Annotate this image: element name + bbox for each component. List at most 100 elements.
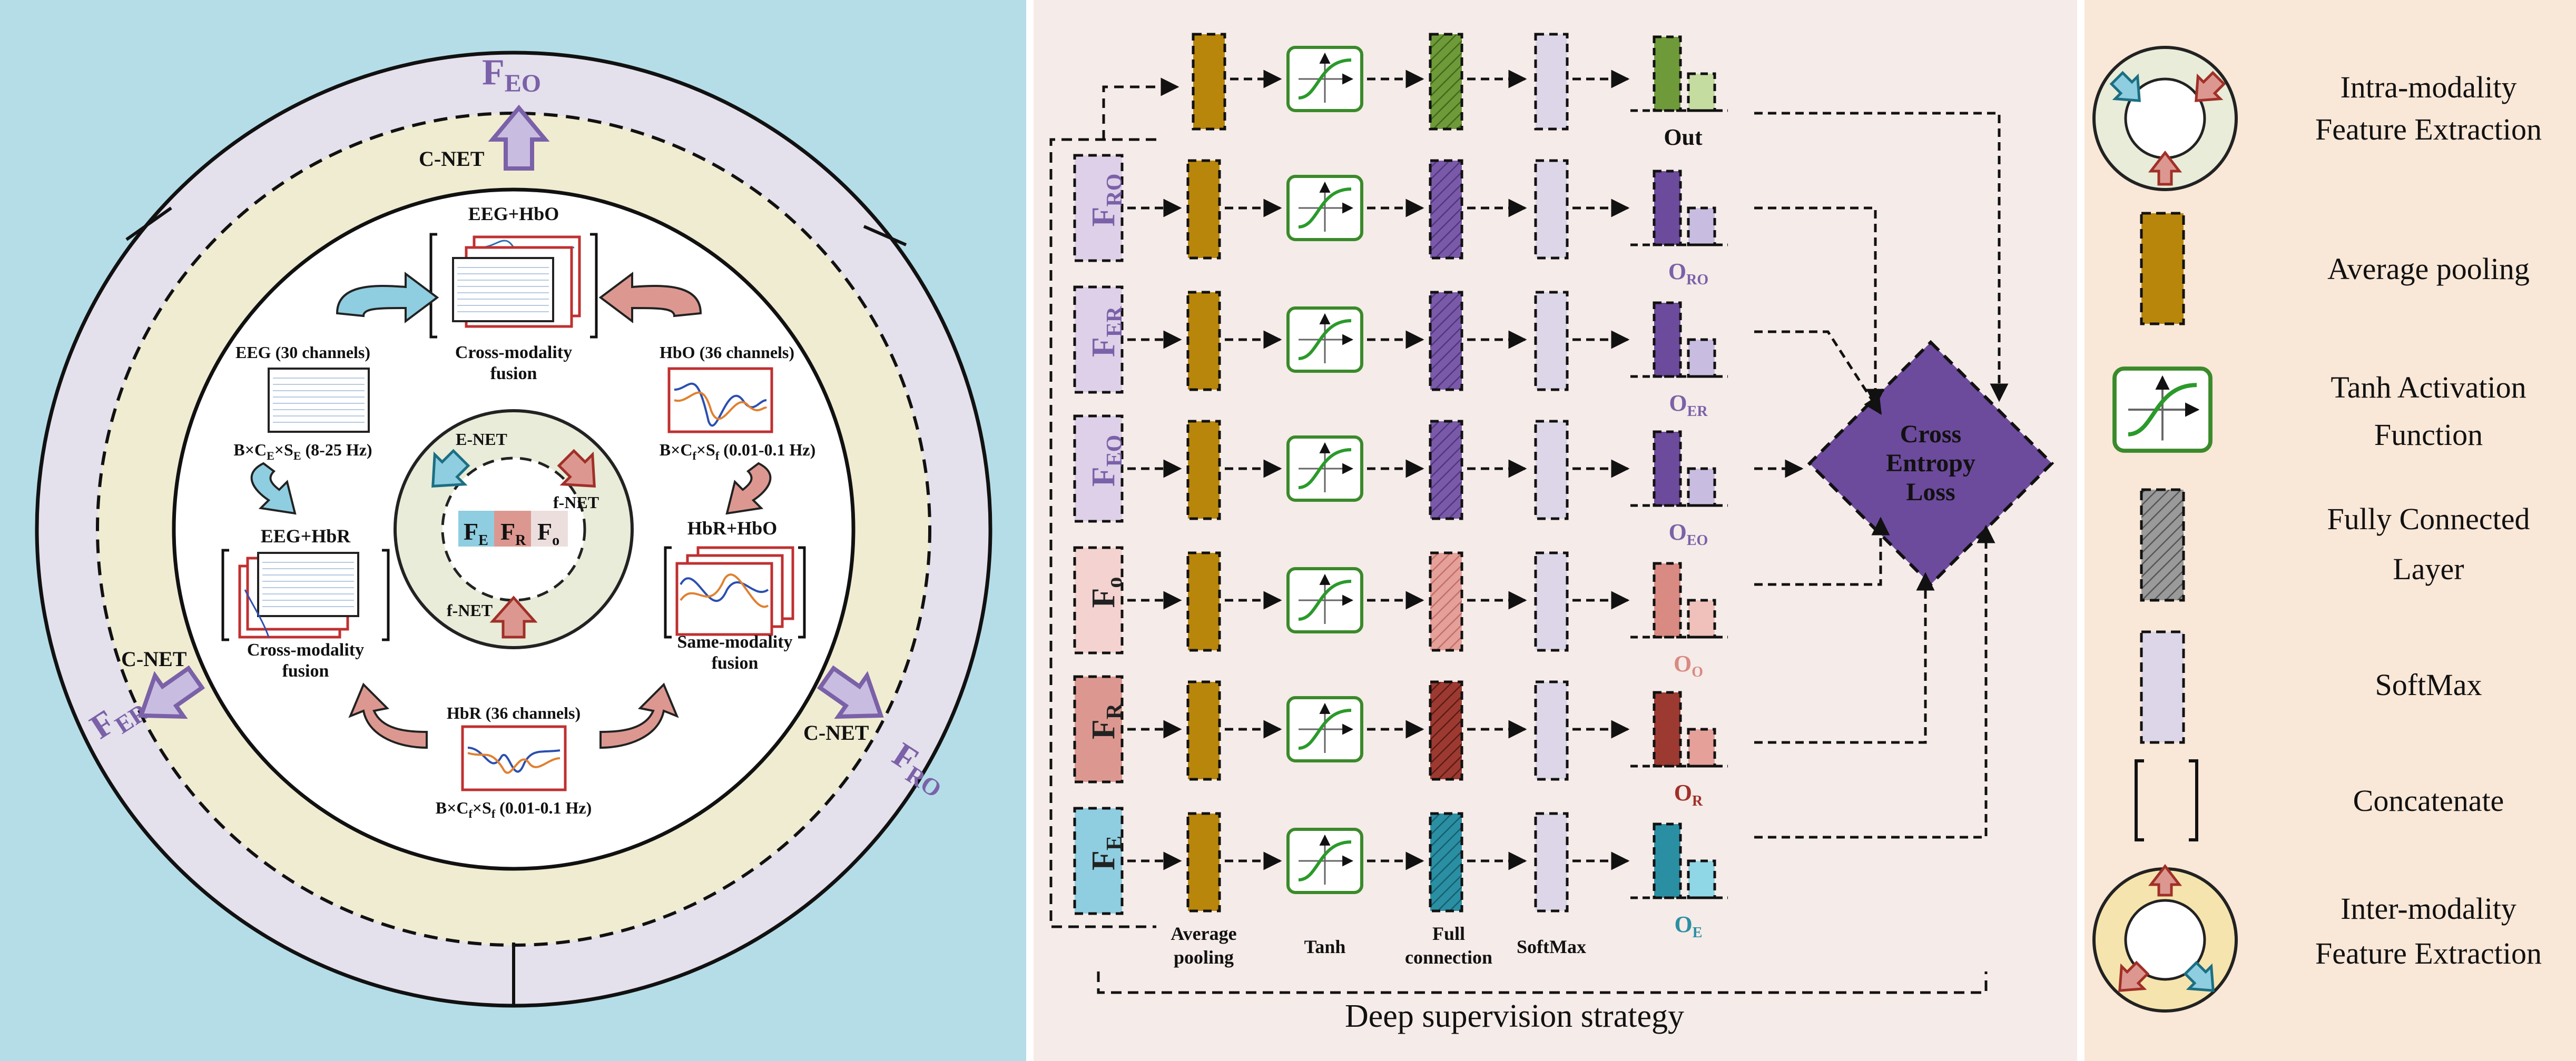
col-pool-label-1: Average xyxy=(1171,923,1236,944)
output-label: OO xyxy=(1674,651,1703,680)
legend-tanh-1: Tanh Activation xyxy=(2331,370,2526,404)
hbo-signal-chart xyxy=(667,367,773,433)
tanh-icon xyxy=(1288,698,1362,761)
pool xyxy=(1186,291,1221,391)
input-label: FER xyxy=(1086,306,1127,357)
out-bar xyxy=(1653,822,1682,899)
legend-fc-icon xyxy=(2140,488,2185,602)
out-bar xyxy=(1653,691,1682,768)
cross-fusion-left: Cross-modality xyxy=(247,640,364,660)
out-bar xyxy=(1687,206,1716,246)
legend-inter-icon xyxy=(2092,864,2238,1013)
pool xyxy=(1186,680,1221,781)
out-bar xyxy=(1687,338,1716,378)
legend-intra-1: Intra-modality xyxy=(2340,70,2516,104)
fc xyxy=(1429,159,1463,260)
svg-text:Loss: Loss xyxy=(1906,478,1955,506)
fc xyxy=(1429,291,1463,391)
legend-intra-icon xyxy=(2092,46,2238,191)
enet-arrow-icon xyxy=(431,449,470,488)
strategy-label: Deep supervision strategy xyxy=(1345,998,1684,1034)
col-pool-label-2: pooling xyxy=(1174,947,1234,968)
out-bar xyxy=(1653,562,1682,639)
out-softmax xyxy=(1534,33,1569,131)
arrow-eeg-down xyxy=(250,462,297,515)
fnet-bottom-arrow-icon xyxy=(489,596,538,639)
legend-tanh-icon xyxy=(2115,369,2210,451)
output-label: OE xyxy=(1675,911,1703,941)
legend-inter-1: Inter-modality xyxy=(2341,891,2516,926)
pool xyxy=(1186,420,1221,520)
out-bar xyxy=(1687,467,1716,507)
input-label: Fo xyxy=(1086,577,1127,608)
hbr-label: HbR (36 channels) xyxy=(447,703,581,722)
input-er xyxy=(1073,285,1124,394)
col-tanh-label: Tanh xyxy=(1304,936,1346,957)
pool xyxy=(1186,812,1221,913)
cnet-arrow-left xyxy=(138,665,205,719)
legend-concat-icon xyxy=(2135,759,2198,841)
fc xyxy=(1429,812,1463,913)
legend-concat: Concatenate xyxy=(2353,784,2504,818)
hbo-label: HbO (36 channels) xyxy=(660,343,794,362)
input-e xyxy=(1073,807,1124,915)
eeg-label: EEG (30 channels) xyxy=(235,343,370,362)
out-bar xyxy=(1653,430,1682,507)
legend-pool: Average pooling xyxy=(2327,252,2530,286)
eeg-hbr-stack xyxy=(221,549,390,641)
out-bar-1 xyxy=(1653,35,1682,112)
center-fo: Fo xyxy=(537,518,559,549)
legend-tanh-2: Function xyxy=(2374,418,2483,452)
softmax xyxy=(1534,420,1569,520)
input-eo xyxy=(1073,414,1124,523)
fc xyxy=(1429,420,1463,520)
tanh-icon xyxy=(1288,569,1362,632)
strategy-bracket xyxy=(1097,971,1988,994)
softmax xyxy=(1534,812,1569,913)
cnet-arrow-right xyxy=(817,665,884,719)
svg-text:Cross: Cross xyxy=(1900,420,1961,448)
input-o xyxy=(1073,546,1124,655)
col-fc-label-2: connection xyxy=(1405,947,1492,968)
out-bar xyxy=(1653,170,1682,246)
output-label: OER xyxy=(1669,390,1708,420)
hbr-hbo-title: HbR+HbO xyxy=(687,518,778,539)
enet-label: E-NET xyxy=(456,430,507,449)
out-pool xyxy=(1192,33,1226,131)
eeg-hbr-title: EEG+HbR xyxy=(261,525,351,547)
output-label: OEO xyxy=(1669,519,1708,549)
legend-intra-2: Feature Extraction xyxy=(2315,112,2542,146)
eeg-hbo-title: EEG+HbO xyxy=(468,203,559,224)
fc xyxy=(1429,680,1463,781)
loss-arrows xyxy=(1754,112,2009,839)
label-feo: FEO xyxy=(482,52,541,97)
legend-softmax-icon xyxy=(2140,630,2185,744)
softmax xyxy=(1534,159,1569,260)
legend-softmax: SoftMax xyxy=(2375,668,2482,702)
out-bar xyxy=(1653,301,1682,378)
pool xyxy=(1186,551,1221,652)
softmax xyxy=(1534,680,1569,781)
center-fr: FR xyxy=(500,518,526,549)
input-label: FR xyxy=(1086,703,1127,739)
hbr-dims: B×Cf×Sf (0.01-0.1 Hz) xyxy=(436,798,592,820)
out-bar-2 xyxy=(1687,72,1716,112)
eeg-dims: B×CE×SE (8-25 Hz) xyxy=(233,440,372,462)
tanh-icon xyxy=(1288,437,1362,500)
legend-fc-1: Fully Connected xyxy=(2327,502,2530,536)
softmax xyxy=(1534,551,1569,652)
tanh-icon xyxy=(1288,176,1362,240)
eeg-hbo-stack xyxy=(429,233,598,339)
arrow-hbo-to-fusion xyxy=(598,272,702,323)
hbo-dims: B×Cf×Sf (0.01-0.1 Hz) xyxy=(660,440,815,462)
cross-fusion-top: Cross-modality xyxy=(455,343,572,362)
tanh-icon xyxy=(1288,308,1362,371)
input-label: FE xyxy=(1086,836,1127,870)
eeg-signal-chart xyxy=(268,368,370,433)
arrow-hbr-left xyxy=(348,682,428,749)
input-label: FRO xyxy=(1086,174,1127,227)
hbr-hbo-stack xyxy=(664,546,806,639)
center-fe: FE xyxy=(464,518,488,549)
fnet-right-arrow-icon xyxy=(557,449,596,488)
